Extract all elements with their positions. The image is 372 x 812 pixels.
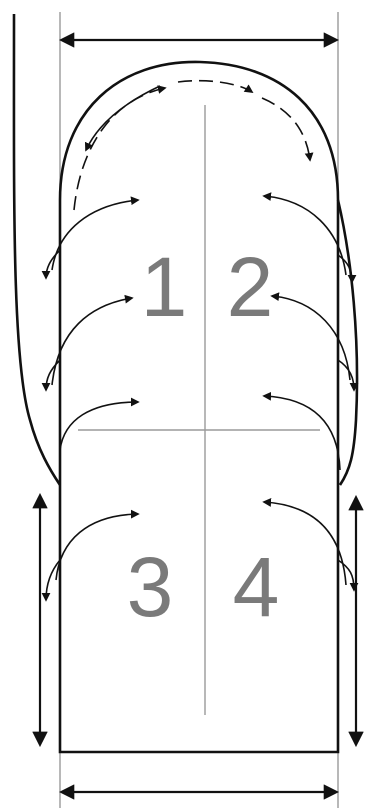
right-down-arrow-2 [337,359,359,392]
left-finger-curve [12,13,62,486]
nail-outline [58,60,340,754]
left-arrow-2 [51,294,134,386]
top-arc-left-back-arrow [84,85,161,152]
right-arrow-4 [262,498,347,586]
left-down-arrow-2 [41,359,61,392]
quadrant-2-label: 2 [227,240,274,334]
left-arrow-4 [55,509,140,581]
right-down-arrow-1 [337,254,357,284]
right-arrow-1 [262,192,347,276]
right-arrow-3 [262,391,341,471]
top-arc-left-arrow [73,85,167,211]
left-down-arrow-1 [41,249,61,280]
right-arrow-2 [270,292,351,381]
top-arc-right-arrow [261,97,314,162]
left-arrow-1 [51,196,140,271]
quadrant-3-label: 3 [127,540,174,634]
top-arc-middle-arrow [177,79,254,93]
quadrant-1-label: 1 [141,240,188,334]
quadrant-4-label: 4 [233,540,280,634]
left-arrow-3 [59,397,140,451]
right-down-arrow-4 [337,559,359,592]
